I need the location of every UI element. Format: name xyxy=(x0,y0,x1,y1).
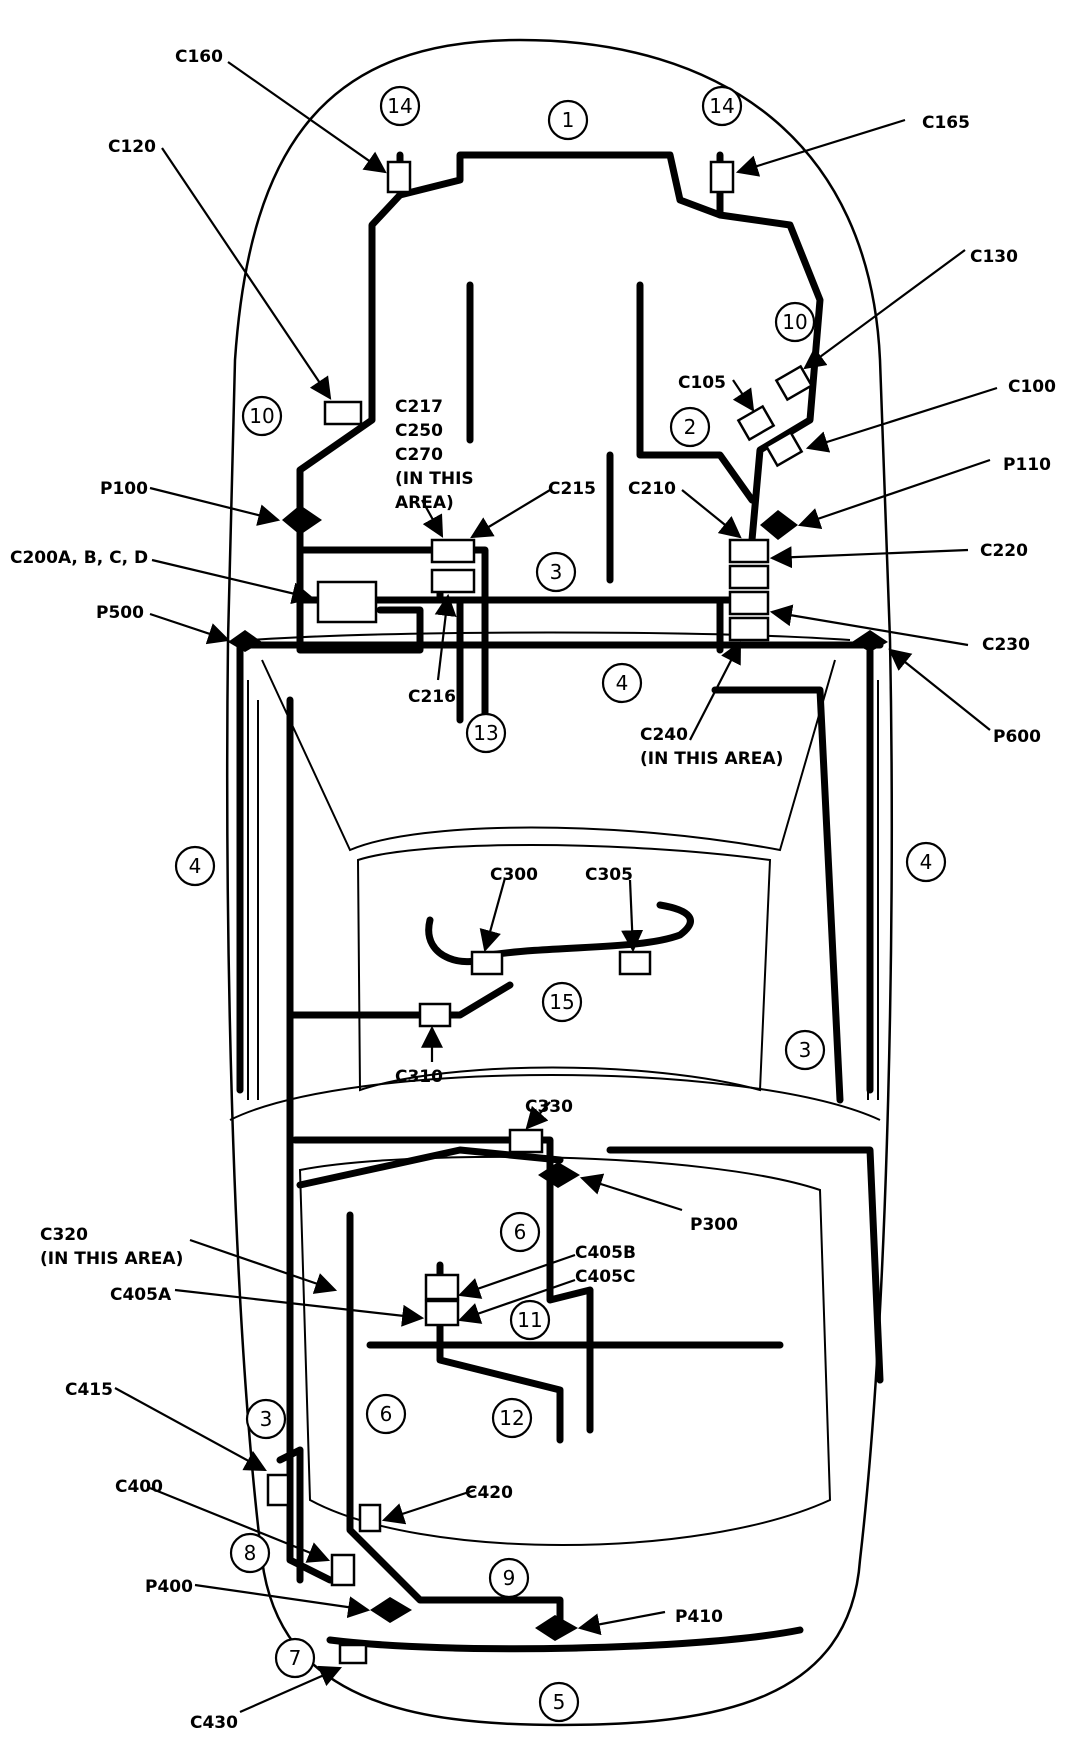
label-c320-area: (IN THIS AREA) xyxy=(40,1249,183,1269)
circle-6-bottom: 6 xyxy=(380,1402,393,1426)
harness-number-circles xyxy=(174,85,947,1723)
circle-14-right: 14 xyxy=(709,94,734,118)
label-c100: C100 xyxy=(1008,377,1056,397)
circle-2: 2 xyxy=(684,415,697,439)
label-p600: P600 xyxy=(993,727,1041,747)
circle-3-left: 3 xyxy=(260,1407,273,1431)
label-c220: C220 xyxy=(980,541,1028,561)
label-c240: C240 xyxy=(640,725,688,745)
circle-9: 9 xyxy=(503,1566,516,1590)
connector-blocks xyxy=(266,160,814,1665)
circle-3-top: 3 xyxy=(550,560,563,584)
label-in-this: (IN THIS xyxy=(395,469,474,489)
label-c405a: C405A xyxy=(110,1285,172,1305)
circle-10-right: 10 xyxy=(782,310,807,334)
label-c405c: C405C xyxy=(575,1267,635,1287)
label-c215: C215 xyxy=(548,479,596,499)
circle-4-left: 4 xyxy=(189,854,202,878)
circle-15: 15 xyxy=(549,990,574,1014)
label-c430: C430 xyxy=(190,1713,238,1733)
label-p410: P410 xyxy=(675,1607,723,1627)
label-c420: C420 xyxy=(465,1483,513,1503)
circle-14-left: 14 xyxy=(387,94,412,118)
label-c230: C230 xyxy=(982,635,1030,655)
label-c105: C105 xyxy=(678,373,726,393)
circle-5: 5 xyxy=(553,1690,566,1714)
circle-4-center: 4 xyxy=(616,671,629,695)
label-c240-area: (IN THIS AREA) xyxy=(640,749,783,769)
circle-11: 11 xyxy=(517,1308,542,1332)
label-c400: C400 xyxy=(115,1477,163,1497)
label-c160: C160 xyxy=(175,47,223,67)
label-c330: C330 xyxy=(525,1097,573,1117)
label-c200abcd: C200A, B, C, D xyxy=(10,548,148,568)
car-outline xyxy=(226,38,893,1727)
callout-leaders xyxy=(114,61,998,1714)
label-c405b: C405B xyxy=(575,1243,636,1263)
label-c305: C305 xyxy=(585,865,633,885)
label-area: AREA) xyxy=(395,493,454,513)
circle-1: 1 xyxy=(562,108,575,132)
circle-13: 13 xyxy=(473,721,498,745)
label-c270: C270 xyxy=(395,445,443,465)
label-c217: C217 xyxy=(395,397,443,417)
circle-3-right: 3 xyxy=(799,1038,812,1062)
label-c216: C216 xyxy=(408,687,456,707)
label-p400: P400 xyxy=(145,1577,193,1597)
label-p300: P300 xyxy=(690,1215,738,1235)
label-c165: C165 xyxy=(922,113,970,133)
label-c120: C120 xyxy=(108,137,156,157)
label-c250: C250 xyxy=(395,421,443,441)
label-c310: C310 xyxy=(395,1067,443,1087)
label-c320: C320 xyxy=(40,1225,88,1245)
harness-number-labels: 14 1 14 10 10 2 3 4 13 4 4 15 3 6 11 6 1… xyxy=(189,94,933,1714)
label-c415: C415 xyxy=(65,1380,113,1400)
label-p500: P500 xyxy=(96,603,144,623)
splice-packs xyxy=(228,505,888,1641)
circle-7: 7 xyxy=(289,1646,302,1670)
label-p110: P110 xyxy=(1003,455,1051,475)
connector-labels: C160 C165 C120 C130 C105 C100 C217 C250 … xyxy=(10,47,1056,1733)
circle-8: 8 xyxy=(244,1541,257,1565)
label-c130: C130 xyxy=(970,247,1018,267)
label-p100: P100 xyxy=(100,479,148,499)
label-c300: C300 xyxy=(490,865,538,885)
circle-12: 12 xyxy=(499,1406,524,1430)
circle-6-top: 6 xyxy=(514,1220,527,1244)
circle-10-left: 10 xyxy=(249,404,274,428)
label-c210: C210 xyxy=(628,479,676,499)
circle-4-right: 4 xyxy=(920,850,933,874)
